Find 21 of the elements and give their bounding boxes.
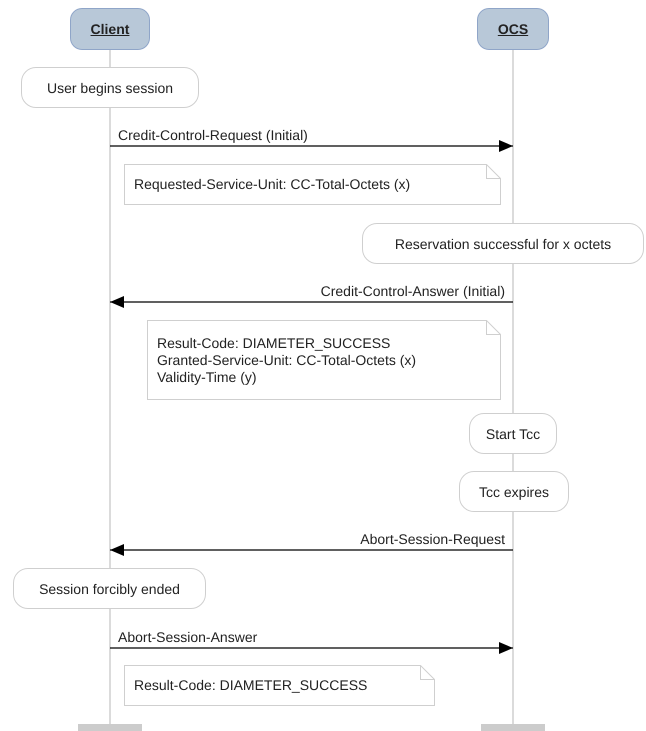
event-box: Tcc expires	[459, 471, 569, 512]
note-text: Validity-Time (y)	[157, 368, 257, 386]
participant-box: OCS	[477, 8, 549, 50]
event-box: User begins session	[21, 67, 199, 108]
note-box	[147, 320, 501, 400]
note-box: Requested-Service-Unit: CC-Total-Octets (x)	[124, 164, 501, 205]
edge-label: Credit-Control-Answer (Initial)	[318, 283, 507, 299]
participant-box: Client	[70, 8, 150, 50]
message-arrow	[110, 544, 513, 556]
edge-label: Abort-Session-Answer	[116, 629, 260, 645]
note-text: Result-Code: DIAMETER_SUCCESS	[157, 334, 390, 352]
message-arrow	[110, 296, 513, 308]
event-box: Start Tcc	[469, 413, 557, 454]
edge-label: Abort-Session-Request	[358, 531, 507, 547]
note-box: Result-Code: DIAMETER_SUCCESS	[124, 665, 435, 706]
event-box: Reservation successful for x octets	[362, 223, 644, 264]
message-arrow	[110, 140, 513, 152]
message-arrow	[110, 642, 513, 654]
event-box: Session forcibly ended	[13, 568, 206, 609]
note-text: Granted-Service-Unit: CC-Total-Octets (x)	[157, 352, 416, 368]
edge-label: Credit-Control-Request (Initial)	[116, 127, 310, 143]
